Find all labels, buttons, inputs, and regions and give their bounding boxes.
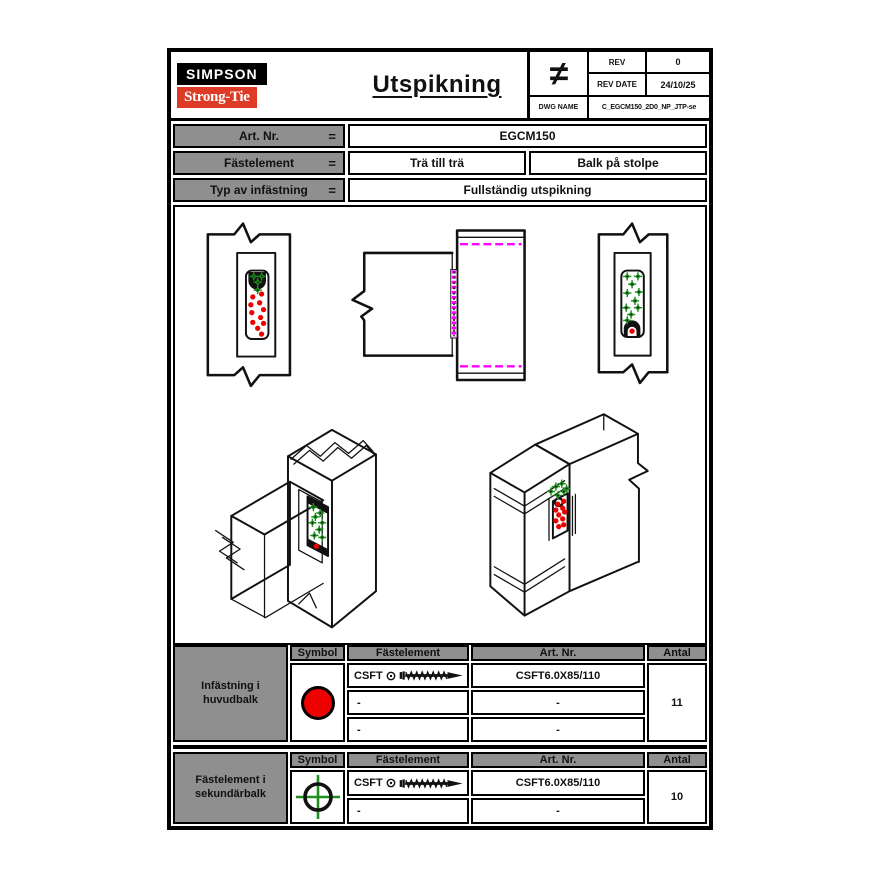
equals-sign: = [328,128,336,144]
dwg-name-label: DWG NAME [530,97,587,118]
fastelement-value-2: Balk på stolpe [529,151,707,175]
drawing-sheet: SIMPSON Strong-Tie Utspikning ≠ REV 0 RE… [167,48,713,830]
drawing-area [173,205,707,645]
art-nr-cell: CSFT6.0X85/110 [471,770,645,796]
table-sekundarbalk: Fästelement i sekundärbalk Symbol Fästel… [173,752,707,824]
fastelement-label: Fästelement [223,156,295,170]
table-row-label: Infästning i huvudbalk [173,645,288,742]
front-view-sekundarbalk [597,222,669,385]
table-separator [173,745,707,749]
symbol-cell-sekundarbalk [290,770,345,824]
info-row-art-nr: Art. Nr. = EGCM150 [173,124,707,148]
typ-label-cell: Typ av infästning = [173,178,345,202]
screw-icon [399,777,463,789]
typ-label: Typ av infästning [210,183,308,197]
title-area: Utspikning [347,52,527,118]
dwg-name-value: C_EGCM150_2D0_NP_JTP-se [589,97,709,118]
info-row-typ: Typ av infästning = Fullständig utspikni… [173,178,707,202]
fastener-cell: CSFT [347,663,469,688]
title-bar: SIMPSON Strong-Tie Utspikning ≠ REV 0 RE… [171,52,709,121]
red-circle-symbol-icon [300,685,335,720]
screw-head-icon [386,778,396,788]
info-rows: Art. Nr. = EGCM150 Fästelement = Trä til… [171,121,709,205]
fastener-name: CSFT [354,777,383,789]
art-nr-cell: CSFT6.0X85/110 [471,663,645,688]
equals-sign: = [328,182,336,198]
col-header-symbol: Symbol [290,752,345,768]
screw-icon [399,670,463,681]
col-header-art-nr: Art. Nr. [471,752,645,768]
col-header-fastelement: Fästelement [347,752,469,768]
fastener-cell-empty: - [347,717,469,742]
art-nr-cell-empty: - [471,798,645,824]
col-header-antal: Antal [647,645,707,661]
col-header-symbol: Symbol [290,645,345,661]
fastener-cell-empty: - [347,690,469,715]
art-nr-cell-empty: - [471,690,645,715]
art-nr-label: Art. Nr. [238,129,279,143]
equals-sign: = [328,155,336,171]
fastelement-label-cell: Fästelement = [173,151,345,175]
page-title: Utspikning [372,71,502,98]
antal-cell-sekundarbalk: 10 [647,770,707,824]
art-nr-value: EGCM150 [348,124,707,148]
col-header-art-nr: Art. Nr. [471,645,645,661]
rev-label: REV [589,52,645,72]
col-header-antal: Antal [647,752,707,768]
col-header-fastelement: Fästelement [347,645,469,661]
table-row-label: Fästelement i sekundärbalk [173,752,288,824]
fastener-cell: CSFT [347,770,469,796]
rev-value: 0 [647,52,709,72]
brand-logo: SIMPSON Strong-Tie [171,52,347,118]
typ-value: Fullständig utspikning [348,178,707,202]
revision-block: ≠ REV 0 REV DATE 24/10/25 DWG NAME C_EGC… [527,52,709,118]
front-view-huvudbalk [206,222,292,388]
screw-head-icon [386,671,396,680]
technical-drawing [206,222,669,629]
art-nr-label-cell: Art. Nr. = [173,124,345,148]
fastener-cell-empty: - [347,798,469,824]
art-nr-cell-empty: - [471,717,645,742]
logo-simpson: SIMPSON [177,62,267,85]
side-view-joint [351,229,526,382]
symbol-cell-huvudbalk [290,663,345,742]
iso-view-left [215,428,377,629]
green-crosshair-symbol-icon [295,775,340,819]
fastelement-value-1: Trä till trä [348,151,526,175]
projection-symbol-icon: ≠ [530,52,587,95]
table-huvudbalk: Infästning i huvudbalk Symbol Fästelemen… [173,645,707,742]
rev-date-label: REV DATE [589,74,645,95]
fastener-name: CSFT [354,669,383,682]
iso-view-right [489,413,649,617]
antal-cell-huvudbalk: 11 [647,663,707,742]
logo-strongtie: Strong-Tie [177,86,257,108]
rev-date-value: 24/10/25 [647,74,709,95]
info-row-fastelement: Fästelement = Trä till trä Balk på stolp… [173,151,707,175]
